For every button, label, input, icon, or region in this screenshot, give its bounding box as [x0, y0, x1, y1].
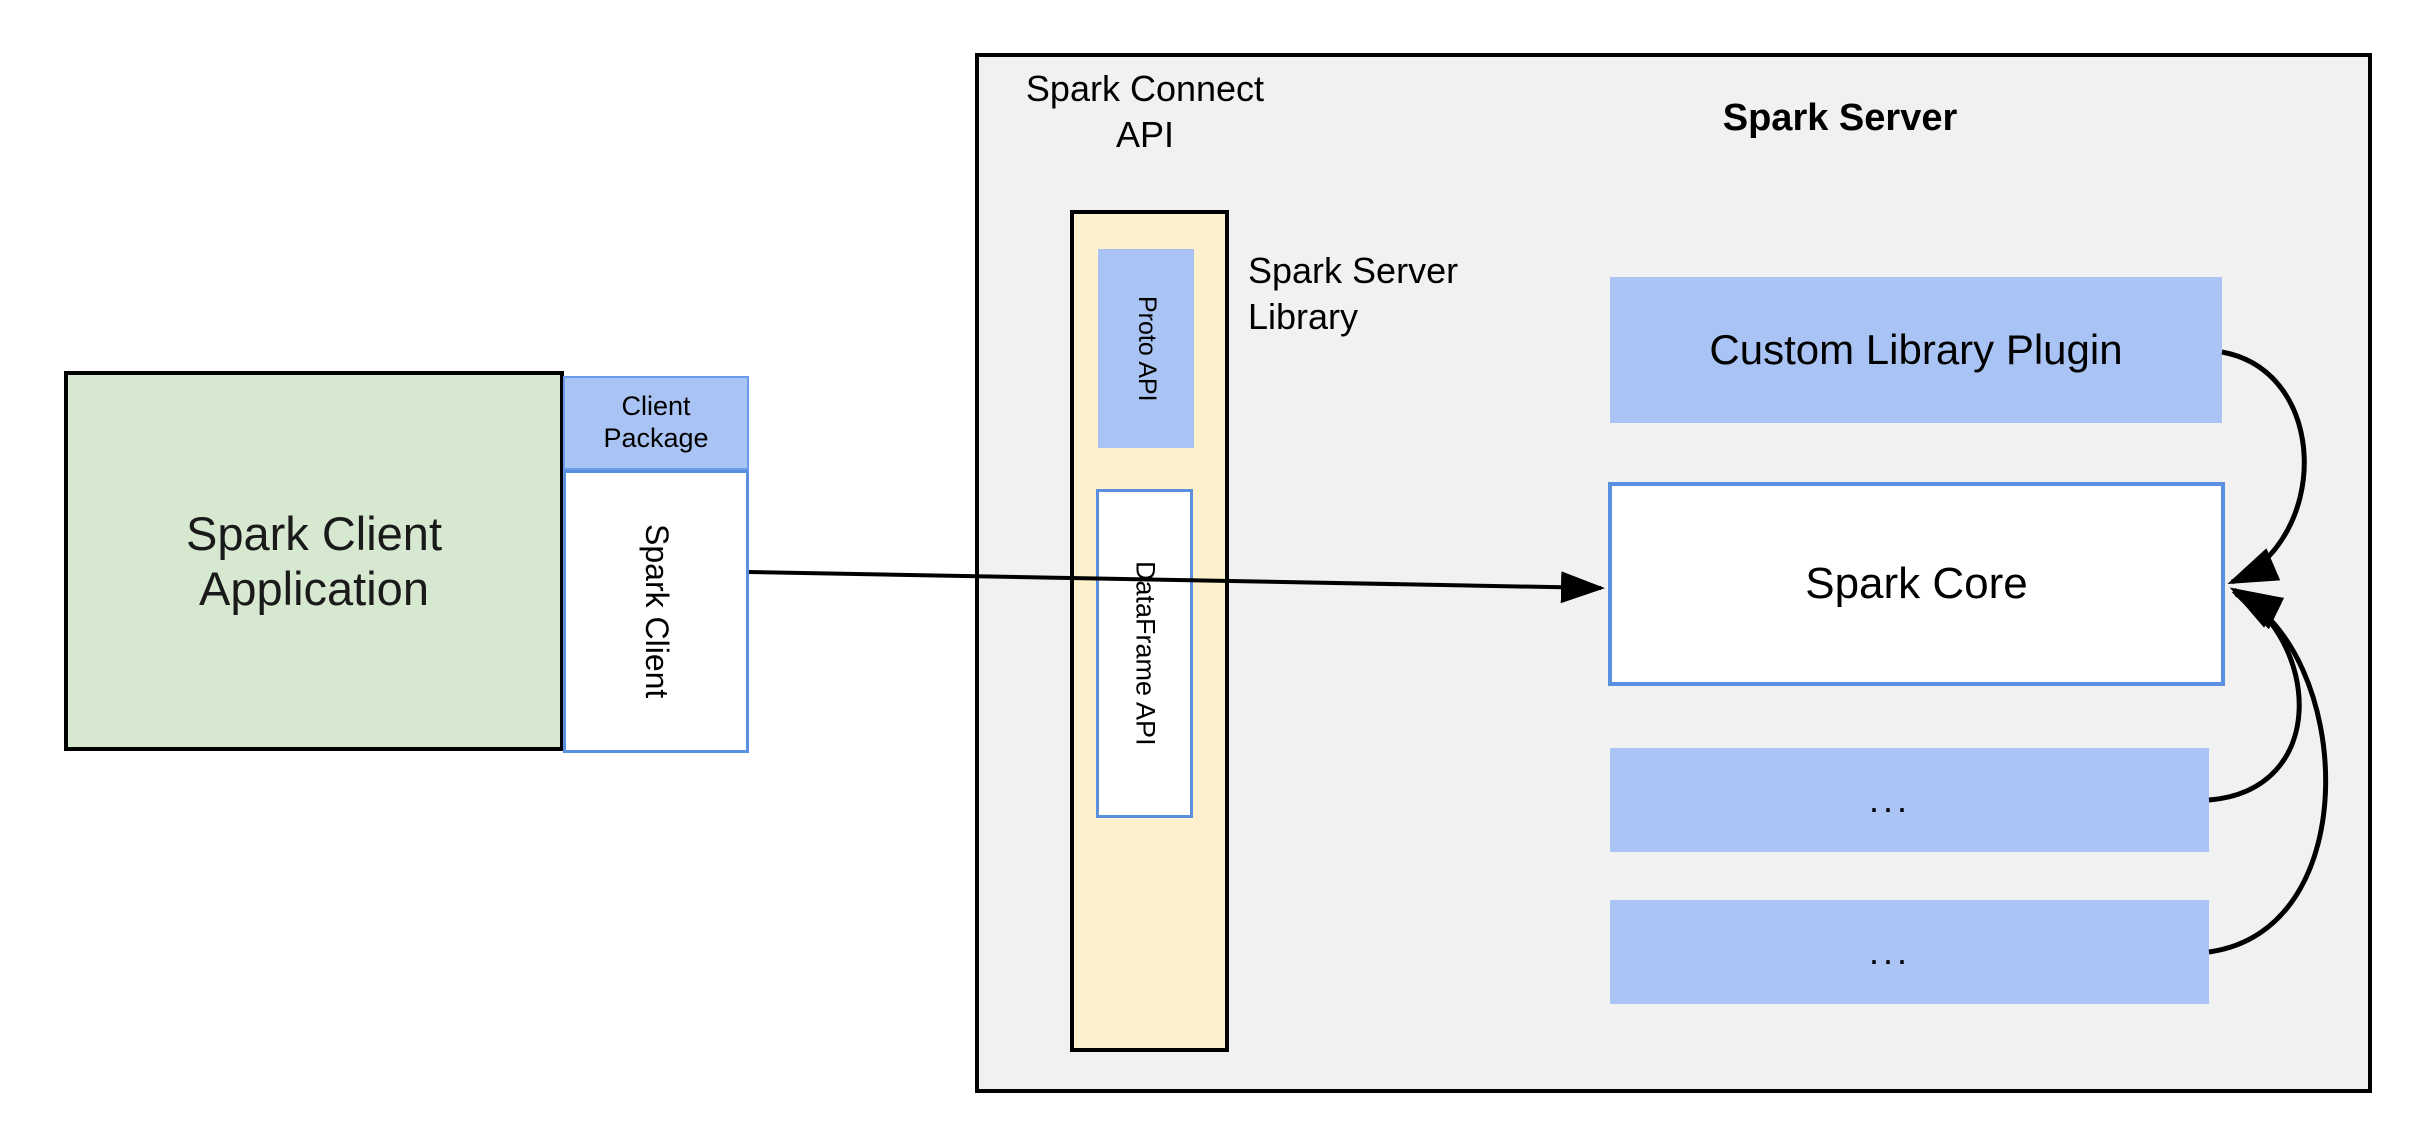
- more-block-2-label: ...: [1868, 930, 1911, 972]
- more-block-1-box: [1610, 748, 2209, 852]
- dataframe-api-box: [1096, 489, 1193, 818]
- client-app-line-1: Spark Client: [186, 506, 442, 560]
- spark-core-box: [1608, 482, 2225, 686]
- proto-api-box: [1098, 249, 1194, 448]
- dataframe-api-text: DataFrame API: [1130, 561, 1161, 746]
- client-package-line-1: Client: [621, 391, 691, 422]
- spark-client-text: Spark Client: [638, 524, 675, 699]
- server-library-line-1: Spark Server: [1248, 250, 1459, 291]
- custom-library-plugin-label: Custom Library Plugin: [1709, 326, 2123, 374]
- connect-api-line-1: Spark Connect: [1025, 68, 1265, 109]
- client-package-line-2: Package: [603, 423, 709, 453]
- proto-api-text: Proto API: [1132, 295, 1161, 402]
- client-app-line-2: Application: [199, 562, 429, 615]
- more-block-2-box: [1610, 900, 2209, 1004]
- spark-client-application-box: [64, 371, 564, 751]
- spark-client-application-label: Spark Client Application: [64, 371, 564, 751]
- custom-library-plugin-box: [1610, 277, 2222, 423]
- client-package-box: [563, 376, 749, 470]
- spark-core-label: Spark Core: [1805, 559, 2028, 609]
- spark-client-label: Spark Client: [563, 470, 749, 753]
- server-library-line-2: Library: [1248, 296, 1359, 338]
- client-package-label: Client Package: [563, 376, 749, 470]
- spark-client-box: [563, 470, 749, 753]
- more-block-1-label: ...: [1868, 778, 1911, 820]
- dataframe-api-label: DataFrame API: [1096, 489, 1193, 818]
- spark-server-library-caption: Spark Server Library: [1248, 248, 1568, 340]
- spark-connect-api-caption: Spark Connect API: [995, 66, 1295, 158]
- spark-server-title: Spark Server: [1722, 97, 1958, 139]
- proto-api-label: Proto API: [1098, 249, 1194, 448]
- connect-api-line-2: API: [1115, 114, 1175, 156]
